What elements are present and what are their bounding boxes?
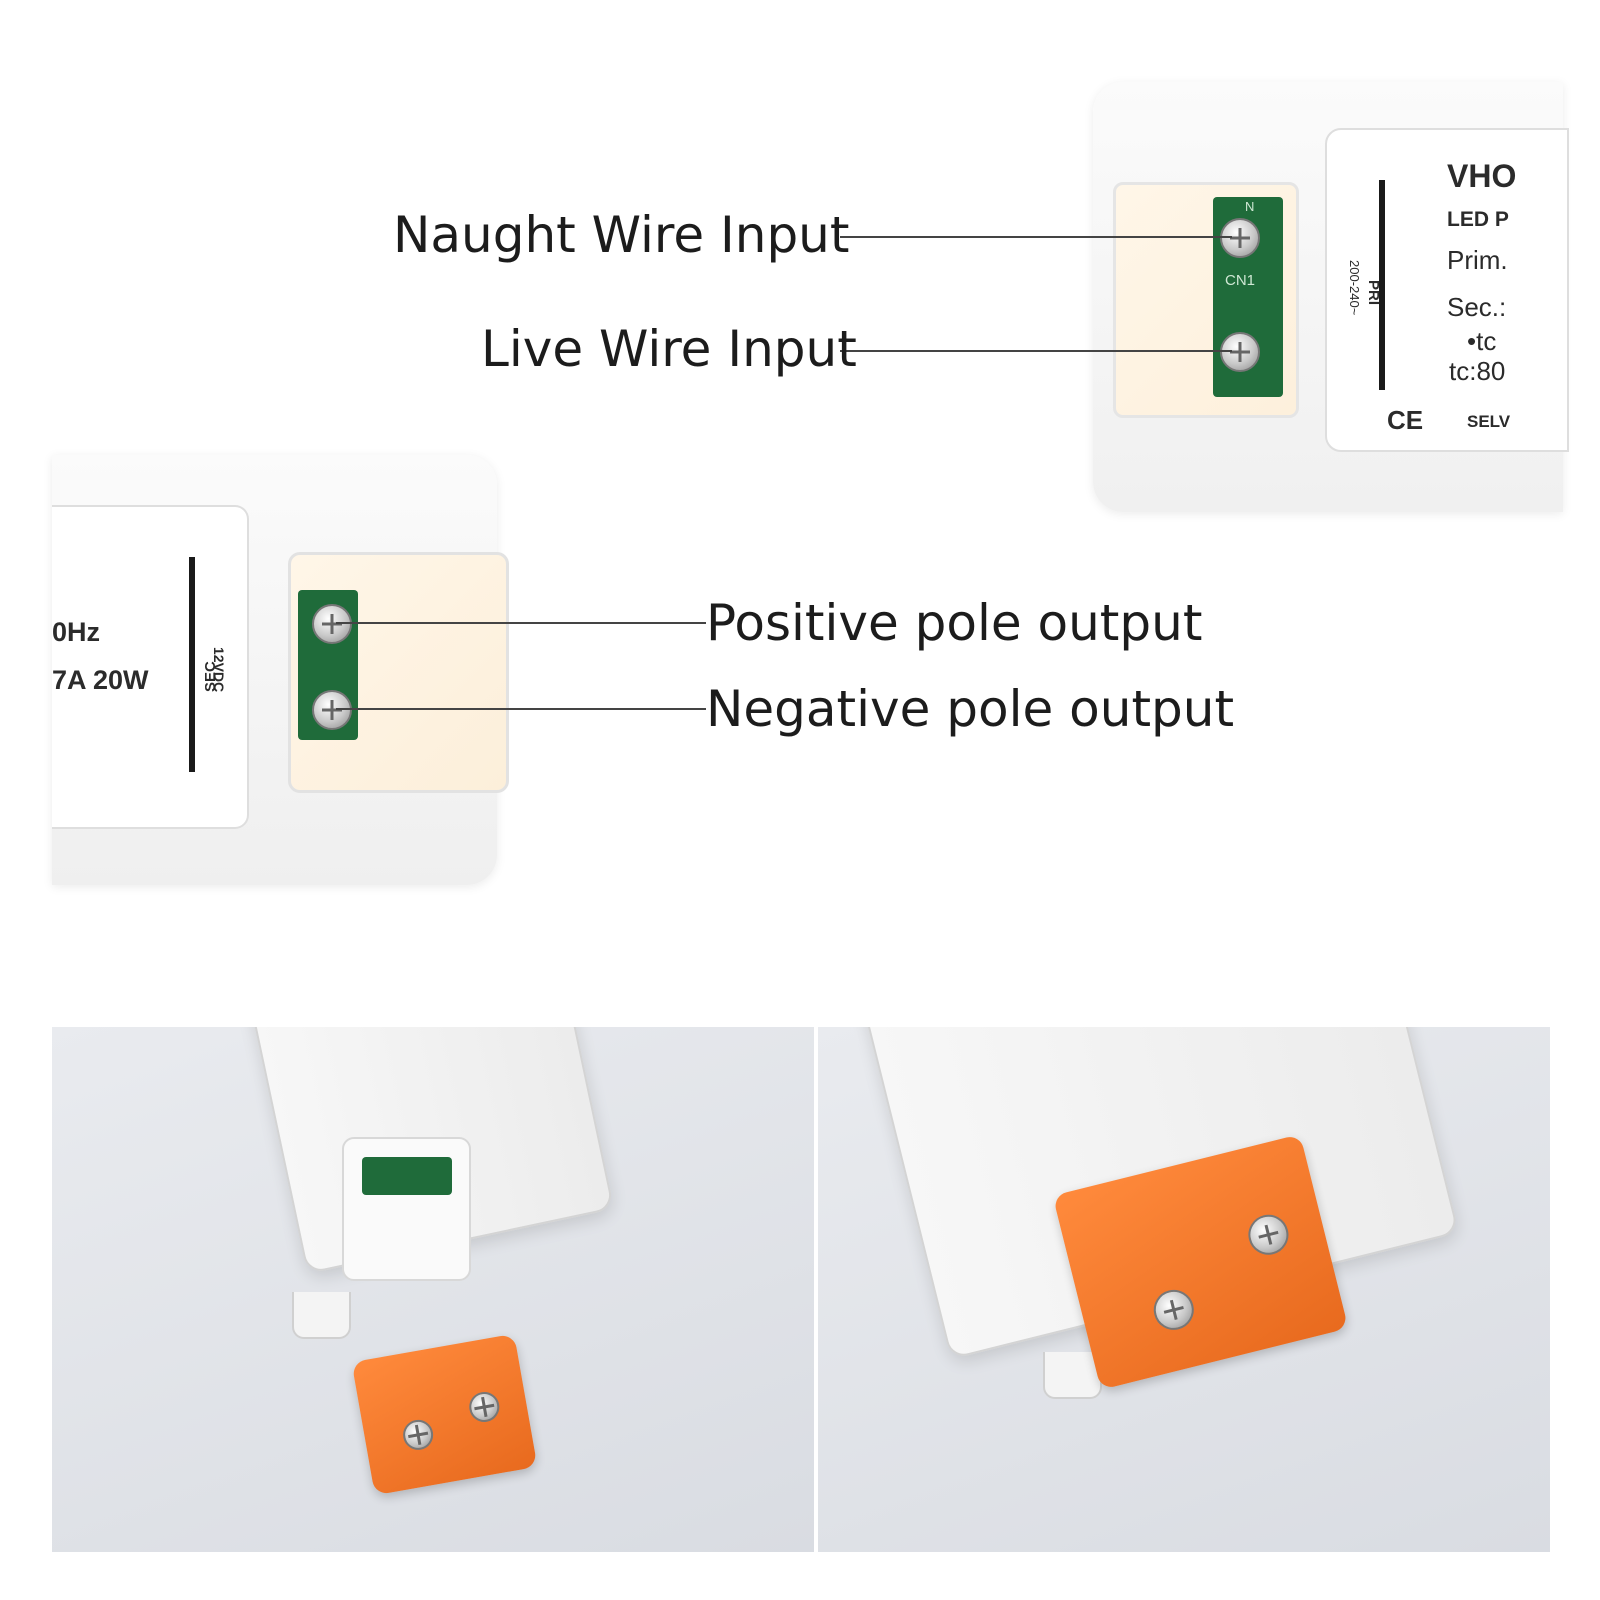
label-line-1: LED P	[1447, 208, 1509, 231]
photo-cover-removed	[52, 1027, 814, 1552]
terminal-n-marking: N	[1245, 199, 1255, 214]
cover-screw-2	[466, 1389, 502, 1425]
orange-cover-detached	[351, 1333, 538, 1496]
pri-marking: PRI	[1365, 280, 1382, 306]
selv-mark: SELV	[1467, 412, 1511, 431]
label-line-2: Prim.	[1447, 245, 1508, 275]
output-label-divider	[189, 557, 195, 772]
naught-leader-line	[840, 236, 1232, 238]
ce-mark: CE	[1387, 405, 1424, 435]
negative-screw	[312, 690, 352, 730]
live-leader-line	[840, 350, 1232, 352]
naught-wire-callout: Naught Wire Input	[393, 206, 850, 264]
label-line-4: •tc	[1467, 326, 1497, 356]
photo-cover-attached	[818, 1027, 1550, 1552]
positive-leader-line	[336, 622, 706, 624]
output-rating-label: 0Hz 7A 20W SEC 12VDC	[52, 505, 249, 829]
negative-pole-callout: Negative pole output	[706, 680, 1235, 738]
pcb-marking: CN1	[1225, 272, 1256, 289]
mount-tab-left	[292, 1292, 351, 1339]
label-line-3: Sec.:	[1447, 292, 1507, 322]
label-line-5: tc:80	[1449, 356, 1506, 386]
cover-screw-4	[1244, 1210, 1293, 1260]
live-wire-callout: Live Wire Input	[481, 320, 857, 378]
output-line-2: 7A 20W	[52, 665, 149, 695]
pri-range: 200-240~	[1347, 260, 1362, 316]
live-screw	[1220, 332, 1260, 372]
output-line-1: 0Hz	[52, 617, 101, 647]
vdc-marking: 12VDC	[211, 647, 227, 693]
naught-screw	[1220, 218, 1260, 258]
label-divider	[1379, 180, 1385, 390]
cover-screw-1	[400, 1417, 436, 1453]
open-terminal-bay	[342, 1137, 471, 1281]
input-rating-label: PRI 200-240~ VHO LED P Prim. Sec.: •tc t…	[1325, 128, 1569, 452]
negative-leader-line	[336, 708, 706, 710]
positive-screw	[312, 604, 352, 644]
brand-text: VHO	[1447, 158, 1517, 194]
positive-pole-callout: Positive pole output	[706, 594, 1203, 652]
cover-screw-3	[1149, 1285, 1199, 1335]
